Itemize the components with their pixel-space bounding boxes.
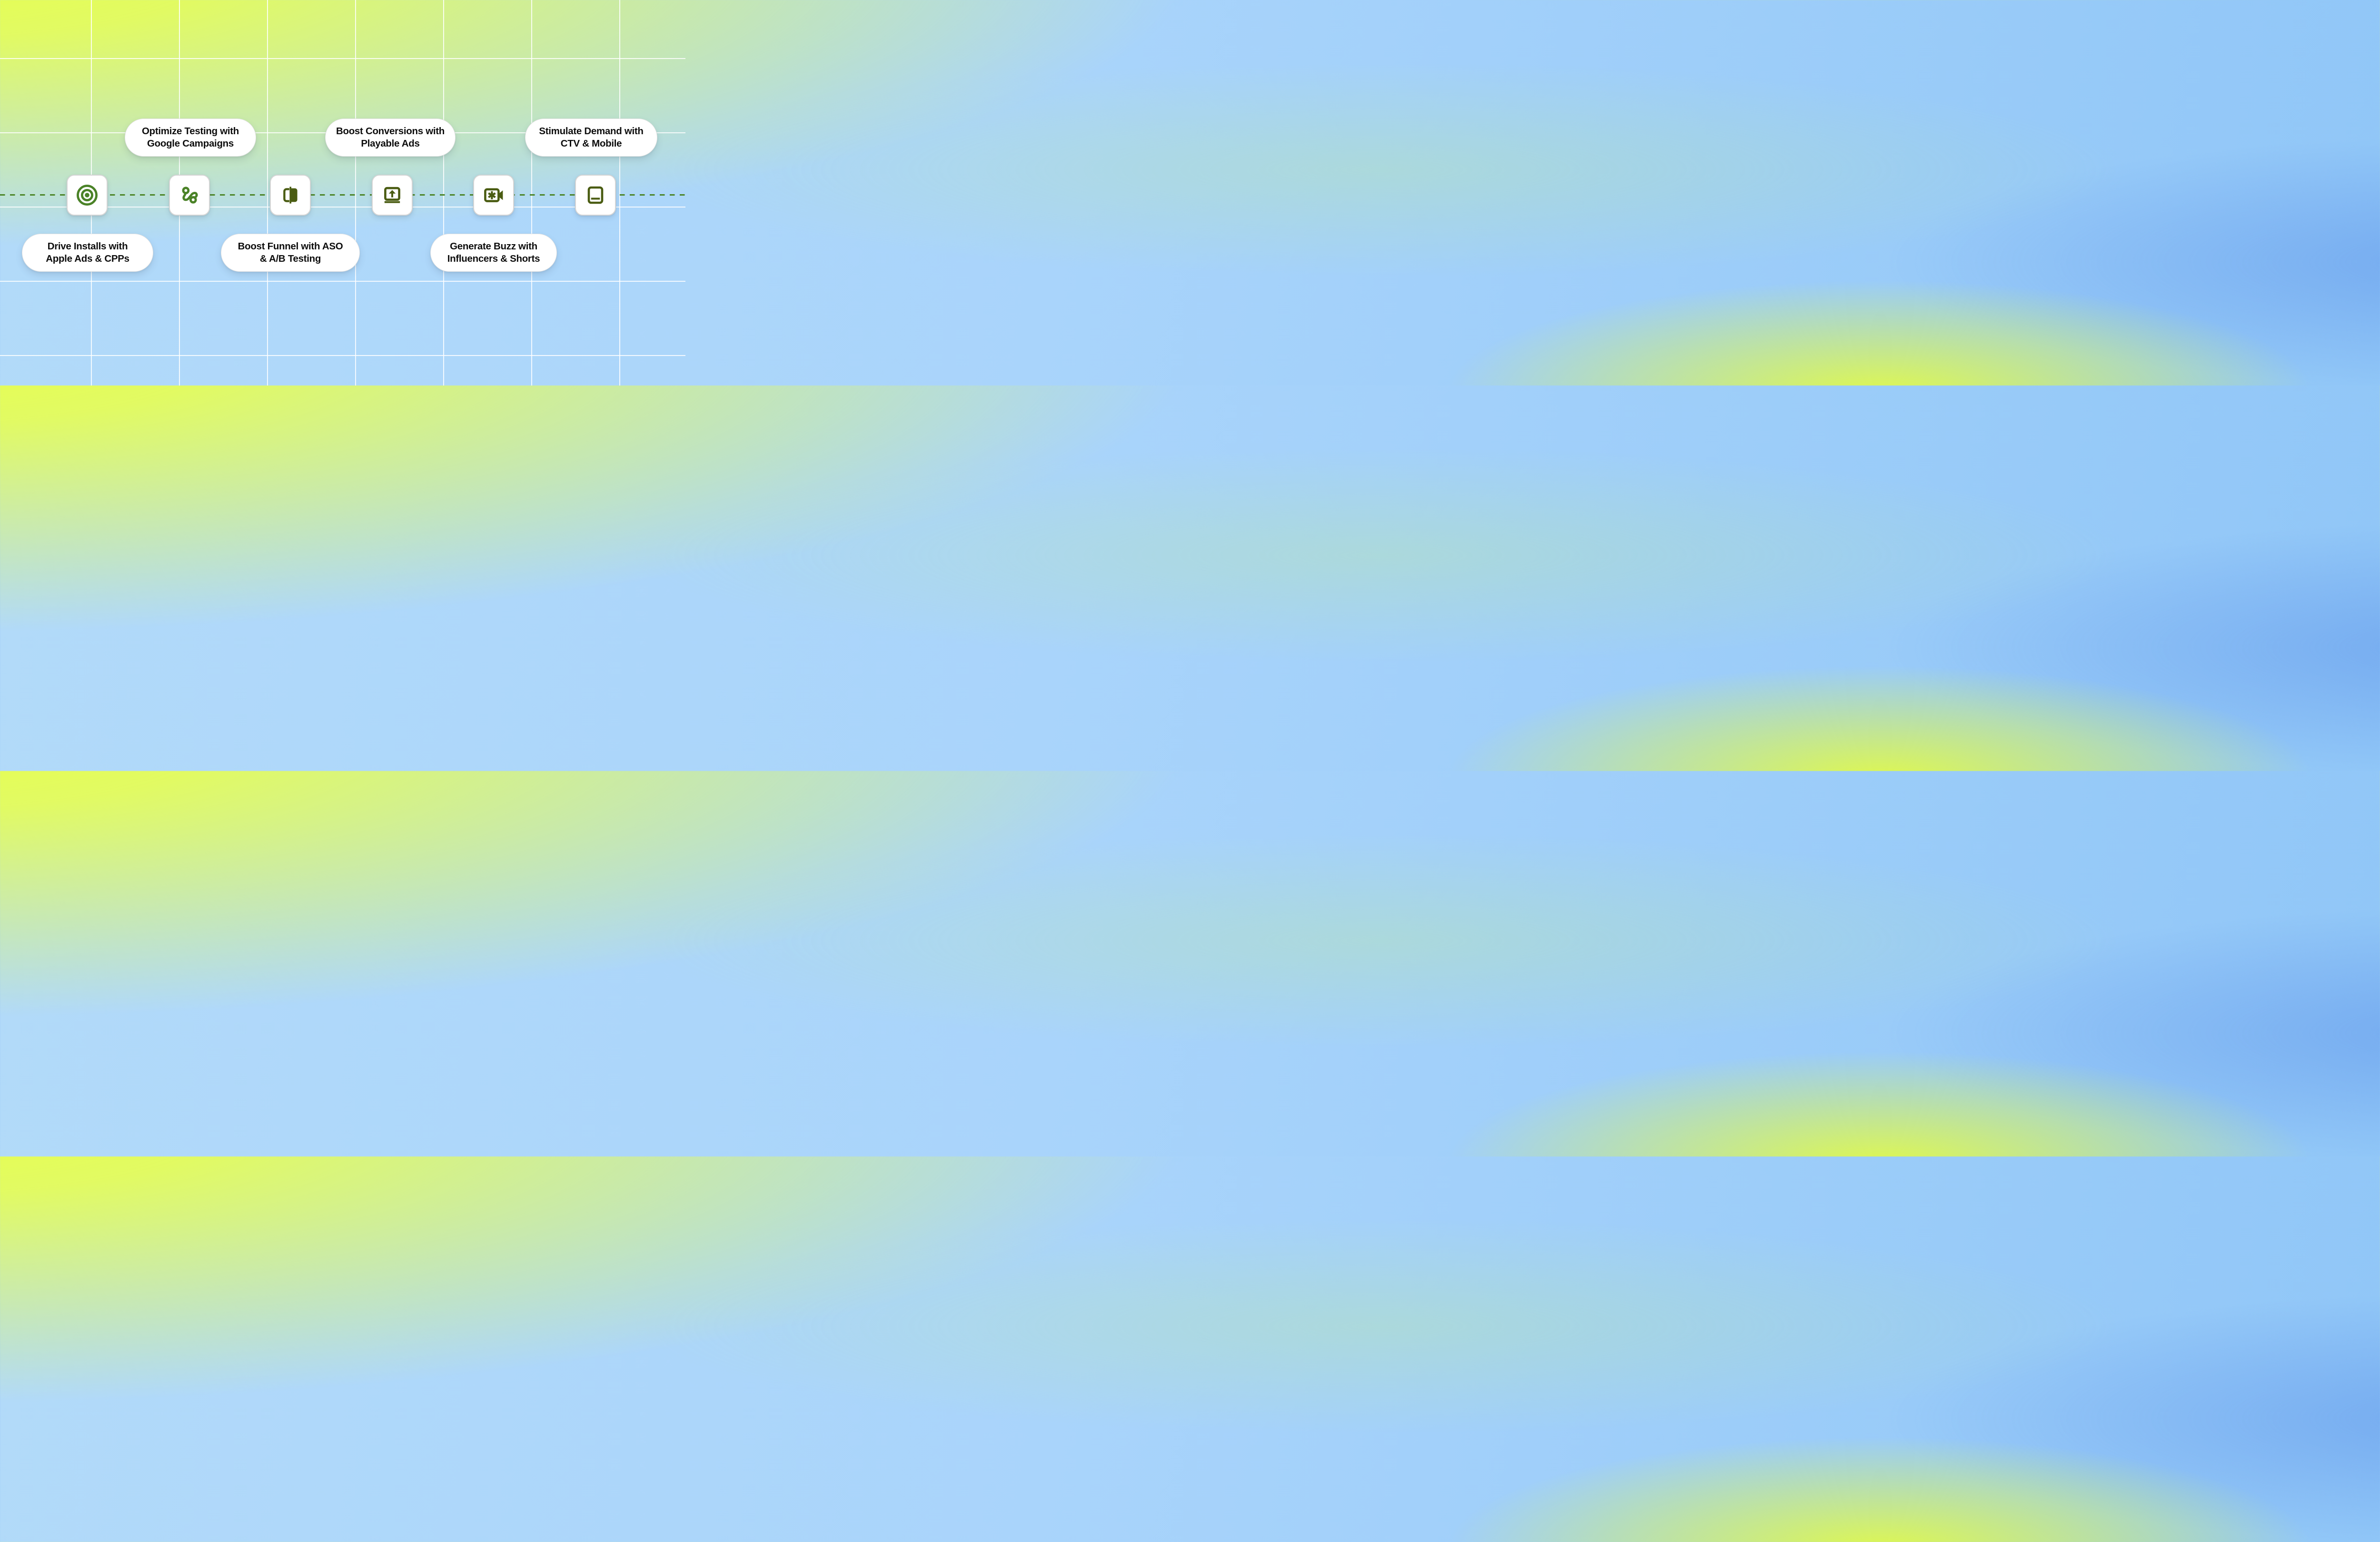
label-pill-ctv-mobile: Stimulate Demand with CTV & Mobile	[525, 119, 657, 157]
grid-line-horizontal	[0, 355, 685, 356]
grid-line-vertical	[619, 0, 620, 386]
grid-line-vertical	[267, 0, 268, 386]
label-pill-google-campaigns: Optimize Testing with Google Campaigns	[125, 119, 256, 157]
pill-label-line: Playable Ads	[361, 138, 420, 149]
step-tile-split-book	[270, 175, 311, 216]
pill-label-line: Influencers & Shorts	[447, 253, 540, 264]
pill-label: Stimulate Demand with CTV & Mobile	[539, 125, 644, 150]
pill-label-line: CTV & Mobile	[560, 138, 622, 149]
step-tile-target	[67, 175, 108, 216]
infographic-canvas: Optimize Testing with Google Campaigns B…	[0, 0, 685, 386]
pill-label-line: Stimulate Demand with	[539, 126, 644, 137]
pill-label-line: Google Campaigns	[147, 138, 234, 149]
step-tile-video	[473, 175, 514, 216]
grid-line-vertical	[443, 0, 444, 386]
pill-label-line: Drive Installs with	[47, 241, 128, 252]
pill-label-line: & A/B Testing	[259, 253, 321, 264]
grid-line-vertical	[531, 0, 532, 386]
pill-label-line: Apple Ads & CPPs	[46, 253, 129, 264]
split-book-icon	[283, 187, 298, 204]
label-pill-playable-ads: Boost Conversions with Playable Ads	[325, 119, 456, 157]
label-pill-aso-ab-testing: Boost Funnel with ASO & A/B Testing	[221, 234, 360, 272]
route-icon	[182, 187, 198, 204]
video-camera-icon	[484, 188, 503, 202]
grid-line-vertical	[355, 0, 356, 386]
grid-line-horizontal	[0, 207, 685, 208]
pill-label-line: Boost Conversions with	[336, 126, 445, 137]
pill-label: Boost Funnel with ASO & A/B Testing	[238, 240, 343, 265]
grid-line-horizontal	[0, 281, 685, 282]
timeline-dashed-line	[0, 194, 685, 196]
laptop-upload-icon	[384, 187, 400, 203]
pill-label-line: Boost Funnel with ASO	[238, 241, 343, 252]
label-pill-influencers-shorts: Generate Buzz with Influencers & Shorts	[430, 234, 557, 272]
step-tile-route	[169, 175, 210, 216]
label-pill-apple-ads: Drive Installs with Apple Ads & CPPs	[22, 234, 153, 272]
pill-label: Generate Buzz with Influencers & Shorts	[447, 240, 540, 265]
grid-line-horizontal	[0, 58, 685, 59]
step-tile-tv	[575, 175, 616, 216]
pill-label-line: Optimize Testing with	[141, 126, 239, 137]
pill-label-line: Generate Buzz with	[450, 241, 537, 252]
pill-label: Boost Conversions with Playable Ads	[336, 125, 445, 150]
tv-display-icon	[587, 186, 604, 204]
pill-label: Optimize Testing with Google Campaigns	[142, 125, 239, 150]
pill-label: Drive Installs with Apple Ads & CPPs	[46, 240, 129, 265]
step-tile-laptop-upload	[372, 175, 413, 216]
target-icon	[76, 184, 98, 206]
